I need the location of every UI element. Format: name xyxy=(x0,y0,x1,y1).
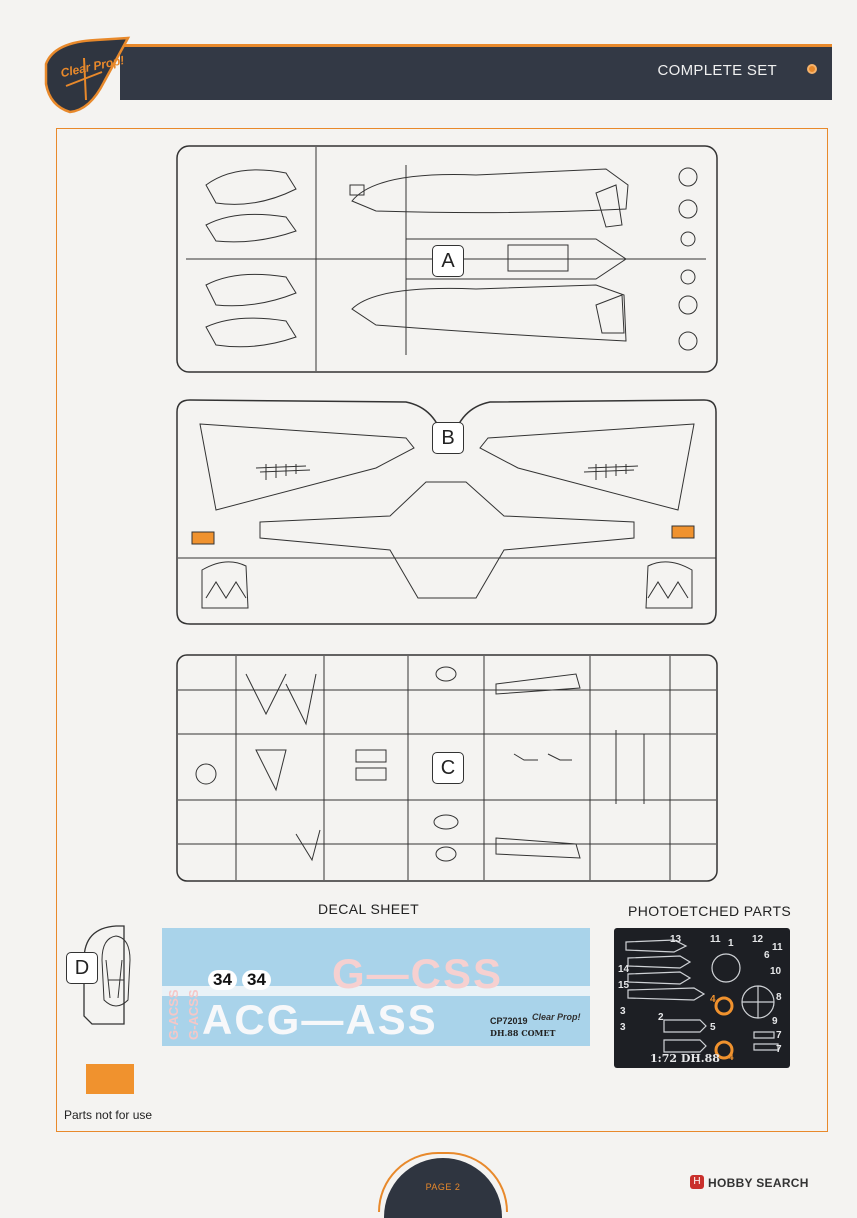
not-for-use-swatch xyxy=(86,1064,134,1094)
pe-part-number: 11 xyxy=(710,934,721,945)
watermark: HOBBY SEARCH xyxy=(708,1176,809,1190)
pe-part-number: 6 xyxy=(764,950,770,961)
hobby-search-icon: H xyxy=(690,1175,704,1189)
pe-part-number: 11 xyxy=(772,942,783,953)
page-number: PAGE 2 xyxy=(425,1182,461,1192)
decal-registration-large: ACG—ASS xyxy=(202,996,438,1043)
decal-registration-large: G—CSS xyxy=(332,950,504,997)
sprue-b-label: B xyxy=(432,422,464,454)
decal-stripe xyxy=(162,986,590,996)
legend-text: Parts not for use xyxy=(64,1108,153,1122)
pe-part-number: 9 xyxy=(772,1016,778,1027)
race-number-decal: 34 xyxy=(242,970,271,990)
header-bar xyxy=(120,44,832,100)
pe-part-number: 5 xyxy=(710,1022,716,1033)
decal-name: DH.88 COMET xyxy=(490,1028,556,1038)
pe-part-number: 7 xyxy=(776,1030,782,1041)
sprue-d-label: D xyxy=(66,952,98,984)
photoetched-parts-drawing xyxy=(625,939,779,1060)
pe-scale-label: 1:72 DH.88 xyxy=(650,1052,720,1065)
pe-part-number: 14 xyxy=(618,964,630,975)
pe-part-number: 7 xyxy=(776,1044,782,1055)
page-title: COMPLETE SET xyxy=(657,62,777,79)
pe-part-number: 8 xyxy=(776,992,782,1003)
pe-part-number: 4 xyxy=(710,994,716,1005)
pe-part-number: 4 xyxy=(728,1052,734,1063)
pe-part-number: 12 xyxy=(752,934,764,945)
pe-part-number: 1 xyxy=(728,938,734,949)
sprue-b-drawing xyxy=(176,399,717,625)
pe-part-number: 10 xyxy=(770,966,782,977)
clear-prop-logo: Clear Prop! xyxy=(44,36,131,114)
pe-part-number: 2 xyxy=(658,1012,664,1023)
photoetched-caption: PHOTOETCHED PARTS xyxy=(628,903,792,919)
sprue-c-drawing xyxy=(176,654,718,882)
content-frame xyxy=(56,128,828,1132)
sprue-c-label: C xyxy=(432,752,464,784)
decal-reg-vertical: G-ACSS xyxy=(166,989,181,1040)
pe-part-number: 3 xyxy=(620,1006,626,1017)
pe-part-number: 3 xyxy=(620,1022,626,1033)
bullet-icon xyxy=(807,64,817,74)
decal-sheet-caption: DECAL SHEET xyxy=(318,901,420,917)
pe-part-number: 15 xyxy=(618,980,630,991)
header-accent-line xyxy=(120,44,832,47)
pe-part-number: 13 xyxy=(670,934,682,945)
photoetched-fret: 13 11 1 12 6 11 10 8 14 15 2 4 7 5 9 3 3… xyxy=(614,928,790,1068)
decal-reg-vertical: G-ACSS xyxy=(186,989,201,1040)
sprue-a-label: A xyxy=(432,245,464,277)
decal-logo: Clear Prop! xyxy=(532,1012,581,1022)
sprue-d-drawing xyxy=(83,925,131,1025)
decal-code: CP72019 xyxy=(490,1016,528,1026)
race-number-decal: 34 xyxy=(208,970,237,990)
decal-sheet: G-ACSS G-ACSS 34 34 G—CSS ACG—ASS CP7201… xyxy=(162,928,590,1046)
